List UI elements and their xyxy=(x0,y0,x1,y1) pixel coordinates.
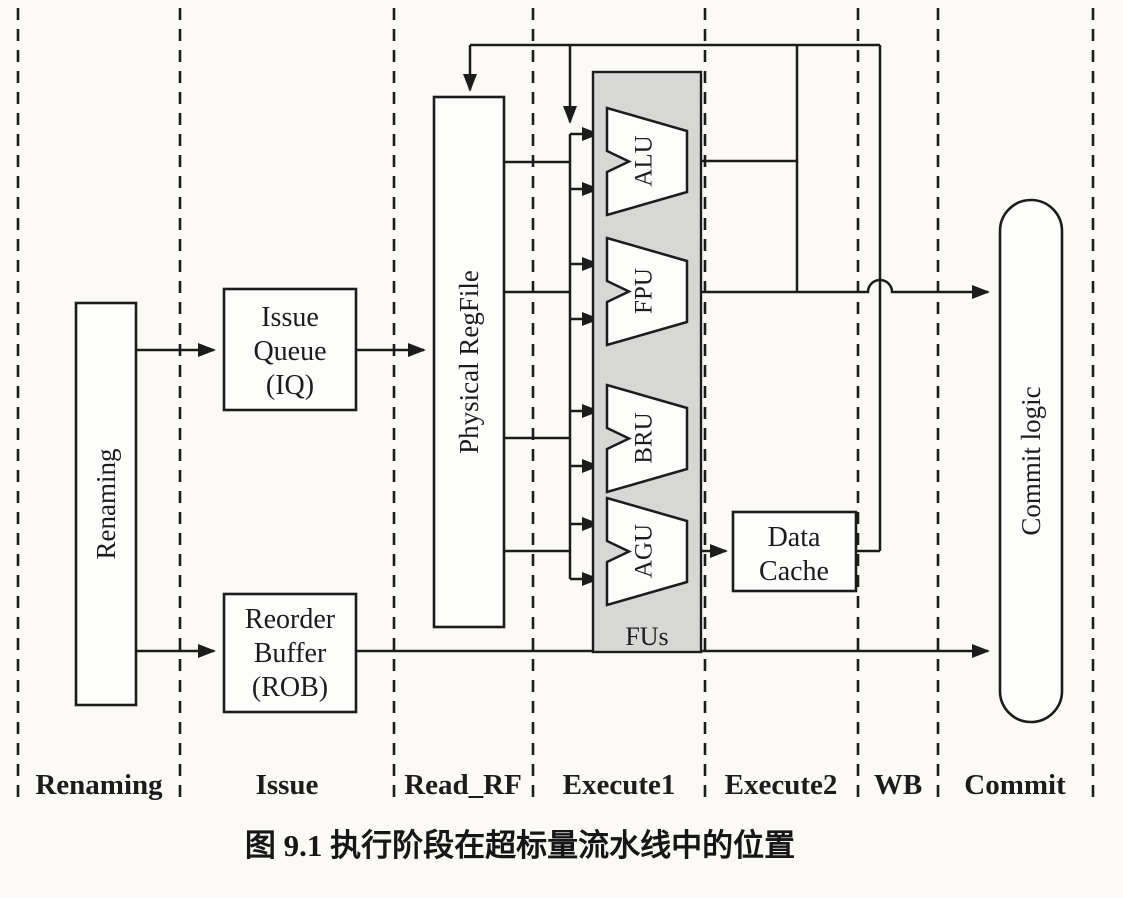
physical-regfile-box xyxy=(432,95,506,629)
data-cache-block: Data Cache xyxy=(731,510,858,593)
fu-label-fpu: FPU xyxy=(631,268,658,314)
fu-label-agu: AGU xyxy=(631,524,658,578)
stage-label-execute1: Execute1 xyxy=(563,769,676,801)
stage-boundaries xyxy=(16,8,1095,802)
reorder-buffer-label-line2: Buffer xyxy=(254,638,327,669)
alu-unit-shape xyxy=(605,106,689,217)
datapath-wires xyxy=(136,43,990,658)
stage-label-read-rf: Read_RF xyxy=(404,769,522,801)
renaming-box xyxy=(74,301,138,707)
data-cache-label-line1: Data xyxy=(768,522,821,553)
renaming-block: Renaming xyxy=(74,301,138,707)
wire-fpu-output-to-commit xyxy=(687,278,990,299)
fpu-unit-shape xyxy=(605,236,689,347)
stage-label-row: Renaming Issue Read_RF Execute1 Execute2… xyxy=(35,769,1066,801)
renaming-label: Renaming xyxy=(91,449,121,560)
issue-queue-label-line1: Issue xyxy=(261,302,319,333)
physical-regfile-label: Physical RegFile xyxy=(454,270,484,454)
issue-queue-label-line2: Queue xyxy=(253,336,326,367)
bru-unit-shape xyxy=(605,383,689,494)
data-cache-label-line2: Cache xyxy=(759,556,829,587)
issue-queue-box xyxy=(222,287,358,412)
issue-queue-label-line3: (IQ) xyxy=(266,370,314,401)
reorder-buffer-block: Reorder Buffer (ROB) xyxy=(222,592,358,714)
physical-regfile-block: Physical RegFile xyxy=(432,95,506,629)
stage-label-execute2: Execute2 xyxy=(725,769,838,801)
fus-group-label: FUs xyxy=(625,622,668,651)
agu-unit-shape xyxy=(605,496,689,607)
stage-label-renaming: Renaming xyxy=(35,769,163,801)
reorder-buffer-box xyxy=(222,592,358,714)
issue-queue-block: Issue Queue (IQ) xyxy=(222,287,358,412)
commit-logic-block: Commit logic xyxy=(998,198,1064,724)
reorder-buffer-label-line3: (ROB) xyxy=(252,672,328,703)
stage-label-issue: Issue xyxy=(256,769,319,801)
commit-logic-box xyxy=(998,198,1064,724)
stage-label-wb: WB xyxy=(874,769,922,801)
data-cache-box xyxy=(731,510,858,593)
fu-label-bru: BRU xyxy=(631,412,658,463)
fus-group: ALU FPU BRU AGU FUs xyxy=(591,70,703,654)
figure-caption: 图 9.1 执行阶段在超标量流水线中的位置 xyxy=(245,828,795,863)
stage-label-commit: Commit xyxy=(964,769,1066,801)
reorder-buffer-label-line1: Reorder xyxy=(245,604,336,635)
fu-label-alu: ALU xyxy=(631,135,658,186)
commit-logic-label: Commit logic xyxy=(1016,386,1046,535)
